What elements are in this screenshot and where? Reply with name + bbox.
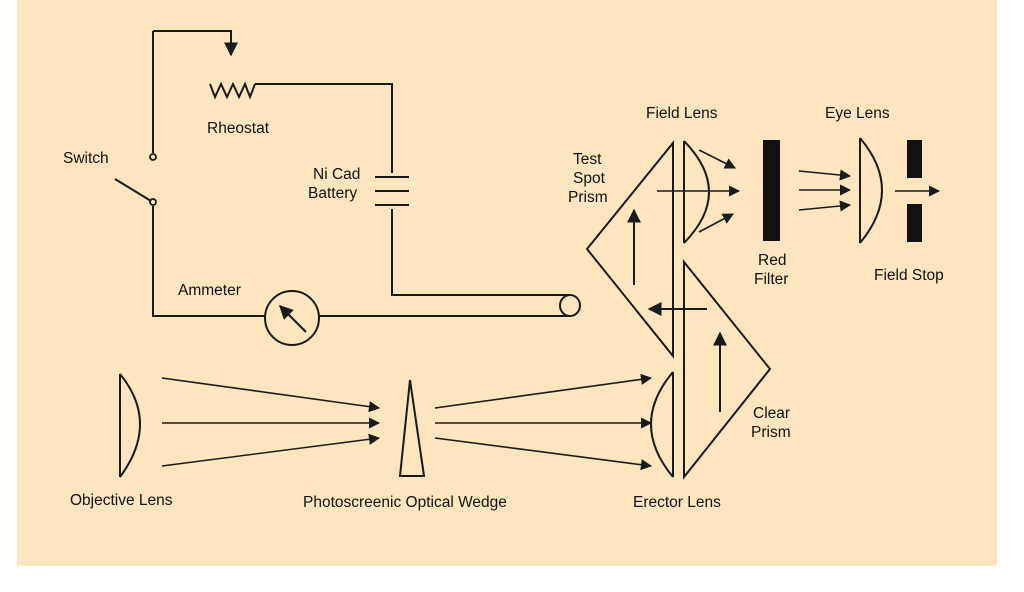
lamp-end (559, 294, 581, 317)
circuit-wire-left-lower (152, 206, 265, 317)
red-filter-label-line2: Filter (754, 271, 788, 288)
field-lens-group (657, 140, 741, 244)
optical-wedge-label: Photoscreenic Optical Wedge (303, 494, 507, 511)
eye-ray-top (798, 169, 852, 181)
eye-ray-bottom (798, 200, 852, 212)
clear-prism-outline (683, 259, 772, 480)
field-stop-upper (907, 140, 922, 178)
test-prism-label-line1: Test (573, 151, 602, 168)
circuit-wire-to-lamp-top (391, 209, 570, 296)
red-filter (763, 140, 780, 241)
obj-ray-top (161, 377, 381, 413)
test-prism-label-line3: Prism (568, 189, 608, 206)
field-ray-bottom (698, 213, 734, 233)
wedge-ray-top (434, 373, 653, 409)
eye-lens-label: Eye Lens (825, 105, 890, 122)
circuit-wire-right-upper (255, 83, 393, 173)
field-stop-lower (907, 204, 922, 242)
objective-lens-group (119, 373, 141, 478)
objective-rays (161, 377, 381, 467)
optical-schematic: Rheostat Switch Ni Cad Battery Ammeter T… (17, 0, 997, 566)
clear-prism-label-line2: Prism (751, 424, 791, 441)
clear-prism-label-line1: Clear (753, 405, 790, 422)
rheostat-resistor (209, 81, 256, 100)
field-stop-label: Field Stop (874, 267, 944, 284)
eye-lens-curve (859, 137, 883, 244)
switch-label: Switch (63, 150, 109, 167)
optical-wedge (398, 379, 426, 477)
wedge-rays (434, 373, 653, 471)
clear-prism (647, 259, 772, 480)
test-prism-outline (585, 140, 674, 359)
battery-label-line2: Battery (308, 185, 357, 202)
erector-lens-label: Erector Lens (633, 494, 721, 511)
rheostat-label: Rheostat (207, 120, 270, 137)
circuit (114, 30, 581, 346)
objective-lens-curve (119, 373, 141, 478)
eye-lens-group (859, 137, 883, 244)
obj-ray-bottom (161, 433, 381, 467)
wedge-ray-bottom (434, 437, 653, 471)
test-prism-label-line2: Spot (573, 170, 606, 187)
field-lens-label: Field Lens (646, 105, 718, 122)
rheostat-wiper-arrow (153, 30, 238, 57)
ammeter-dial (264, 290, 320, 346)
diagram-background (17, 0, 997, 566)
switch-terminal-bottom (149, 198, 157, 206)
ammeter-label: Ammeter (178, 282, 241, 299)
field-stop (895, 140, 941, 242)
red-filter-label-line1: Red (758, 252, 786, 269)
field-ray-top (698, 149, 737, 169)
eye-rays (798, 169, 852, 212)
diagram-panel: Rheostat Switch Ni Cad Battery Ammeter T… (17, 0, 997, 566)
switch-terminal-top (149, 153, 157, 161)
field-lens-curve (683, 140, 710, 244)
battery-label-line1: Ni Cad (313, 166, 360, 183)
ammeter-needle (279, 305, 307, 333)
objective-lens-label: Objective Lens (70, 492, 173, 509)
switch-blade (114, 178, 152, 202)
test-spot-prism (585, 140, 674, 359)
